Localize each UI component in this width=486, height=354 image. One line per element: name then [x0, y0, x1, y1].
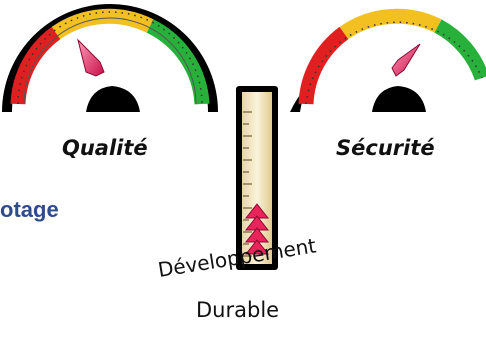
thermometer-label-line2: Durable: [196, 298, 280, 322]
gauge-label-securite: Sécurité: [336, 136, 435, 160]
gauge-qualite: [2, 4, 218, 112]
gauge-hub: [86, 86, 140, 112]
thermometer: [236, 86, 278, 270]
gauge-scale: [298, 8, 486, 105]
gauge-needle: [391, 43, 421, 77]
gauge-scale: [10, 8, 210, 105]
thermometer-markers: [244, 203, 270, 255]
level-marker: [244, 239, 270, 255]
partial-heading: otage: [0, 197, 59, 222]
gauge-securite: [290, 8, 486, 113]
gauge-hub: [372, 86, 426, 112]
gauge-needle: [77, 38, 105, 77]
gauge-label-qualite: Qualité: [62, 136, 148, 160]
